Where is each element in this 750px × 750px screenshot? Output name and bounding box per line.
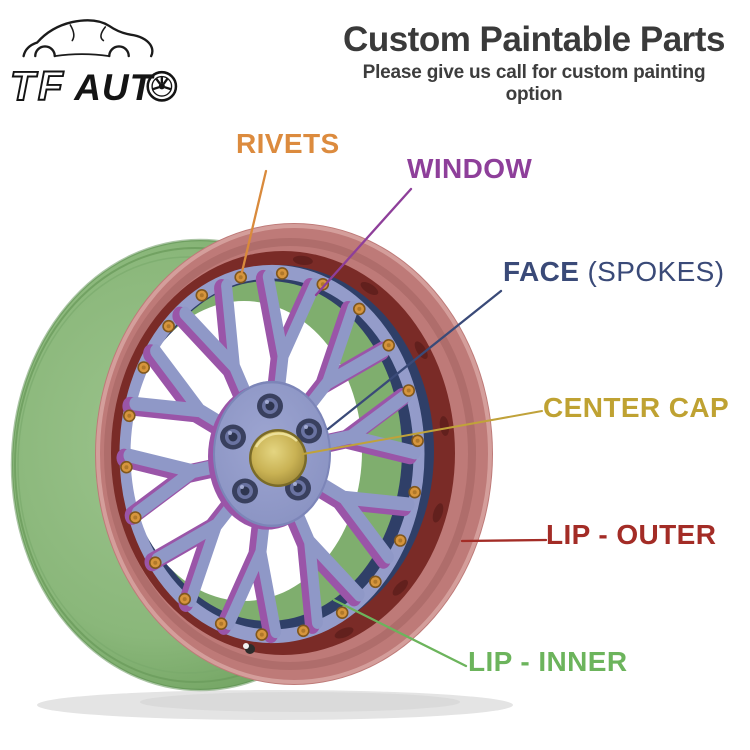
label-window: WINDOW xyxy=(407,153,533,184)
header: Custom Paintable Parts Please give us ca… xyxy=(334,22,734,106)
wheel-lug-holes xyxy=(220,393,322,504)
label-face-rest: (SPOKES) xyxy=(579,256,725,287)
page-subtitle: Please give us call for custom painting … xyxy=(362,62,706,105)
barrel-slot xyxy=(414,341,428,360)
callout-center-cap-line xyxy=(302,410,543,455)
rivet-center xyxy=(127,413,132,418)
lug-highlight xyxy=(293,482,297,486)
label-rivets: RIVETS xyxy=(236,128,340,159)
rivet-center xyxy=(199,293,204,298)
rivet-center xyxy=(133,515,138,520)
wheel-center-cap xyxy=(249,429,307,487)
barrel-slot xyxy=(432,503,444,523)
callout-lip-outer-line xyxy=(460,538,548,543)
rivet-center xyxy=(412,490,417,495)
rivet-center xyxy=(141,365,146,370)
rivet-center xyxy=(406,388,411,393)
rivet-center xyxy=(259,632,264,637)
rivet-center xyxy=(398,538,403,543)
brand-text-solid: AUT xyxy=(73,67,155,108)
rivet-center xyxy=(182,597,187,602)
label-lip-inner: LIP - INNER xyxy=(468,646,628,677)
page-title: Custom Paintable Parts xyxy=(343,20,725,59)
ground-shadow xyxy=(37,690,513,720)
rivet-center xyxy=(386,343,391,348)
barrel-slot xyxy=(292,255,313,266)
rivet-center xyxy=(166,324,171,329)
lug-highlight xyxy=(240,485,244,489)
label-face-bold: FACE xyxy=(503,256,580,287)
wheel-logo-icon xyxy=(146,70,178,102)
wheel-rivets xyxy=(120,267,424,641)
rivet-center xyxy=(415,438,420,443)
callout-face-line xyxy=(326,289,503,431)
label-lip-outer: LIP - OUTER xyxy=(546,519,717,550)
lug-highlight xyxy=(304,425,308,429)
barrel-slot xyxy=(360,281,379,296)
barrel-slot xyxy=(439,416,450,436)
spoke-path xyxy=(123,269,421,639)
rivet-center xyxy=(124,465,129,470)
rivet-center xyxy=(373,579,378,584)
rivet-center xyxy=(280,271,285,276)
lug-highlight xyxy=(228,431,232,435)
lug-highlight xyxy=(265,400,269,404)
callout-rivets-line xyxy=(240,169,268,274)
rivet-center xyxy=(301,628,306,633)
rivet-center xyxy=(357,306,362,311)
label-center-cap: CENTER CAP xyxy=(543,392,730,423)
callout-window-line xyxy=(314,187,413,297)
barrel-slots xyxy=(292,255,450,639)
wheel-spokes xyxy=(123,269,421,639)
callout-lip-inner-line xyxy=(332,598,468,668)
rivet-center xyxy=(340,610,345,615)
rivet-center xyxy=(219,621,224,626)
rivet-center xyxy=(238,275,243,280)
car-outline-icon xyxy=(22,19,154,58)
rivet-center xyxy=(153,560,158,565)
brand-logo: TF AUT xyxy=(9,19,178,110)
barrel-slot xyxy=(392,579,408,596)
brand-text-outline: TF xyxy=(10,63,66,109)
barrel-slot xyxy=(334,627,354,639)
valve-stem xyxy=(243,643,255,654)
label-face-spokes: FACE (SPOKES) xyxy=(503,256,724,288)
